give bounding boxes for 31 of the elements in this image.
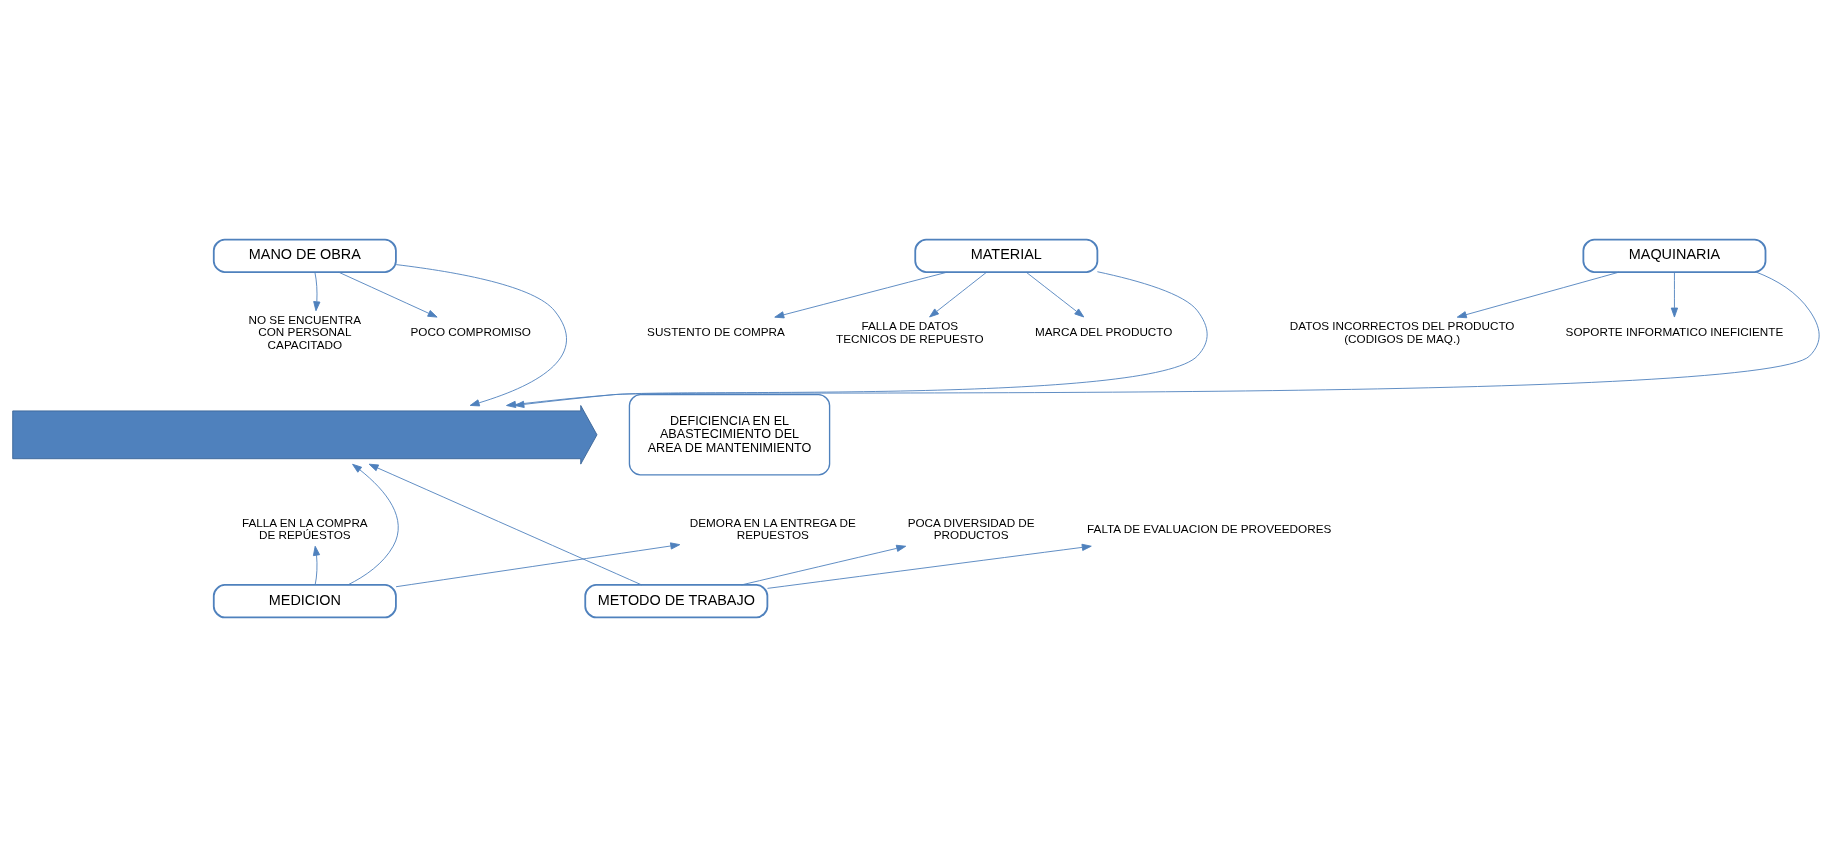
node-box: DEFICIENCIA EN EL ABASTECIMIENTO DEL AREA DE MANTENIMIENTO [628,393,831,476]
node-box: MANO DE OBRA [212,238,397,273]
arrow [767,543,1092,589]
arrow [741,544,907,585]
node-box: MAQUINARIA [1582,238,1767,273]
arrow [1025,271,1085,317]
arrow [1670,271,1679,317]
node-text: NO SE ENCUENTRA CON PERSONAL CAPACITADO [248,312,362,351]
node-text: FALLA DE DATOS TECNICOS DE REPUESTO [836,318,984,345]
node-text: FALTA DE EVALUACION DE PROVEEDORES [1087,521,1332,535]
arrow [338,271,438,318]
node-text: POCA DIVERSIDAD DE PRODUCTOS [907,515,1035,541]
arrow [368,463,643,585]
node-box: MATERIAL [914,238,1099,273]
node-text: SUSTENTO DE COMPRA [647,324,785,338]
node-box: METODO DE TRABAJO [584,583,769,618]
arrow [395,541,681,587]
node-text: FALLA EN LA COMPRA DE REPÚESTOS [241,515,368,541]
node-text: MARCA DEL PRODUCTO [1034,324,1173,338]
node-text: SOPORTE INFORMATICO INEFICIENTE [1565,324,1784,338]
arrow [347,463,399,585]
node-arrow [12,404,598,465]
arrow [312,545,321,585]
arrow [1456,271,1620,318]
node-text: DEMORA EN LA ENTREGA DE REPUESTOS [689,515,856,541]
arrow [774,271,948,318]
node-box: MEDICION [212,583,397,618]
arrow [929,271,987,317]
node-text: POCO COMPROMISO [410,324,531,338]
node-text: DATOS INCORRECTOS DEL PRODUCTO (CODIGOS DE MAQ.) [1289,318,1515,345]
arrow [313,271,321,311]
